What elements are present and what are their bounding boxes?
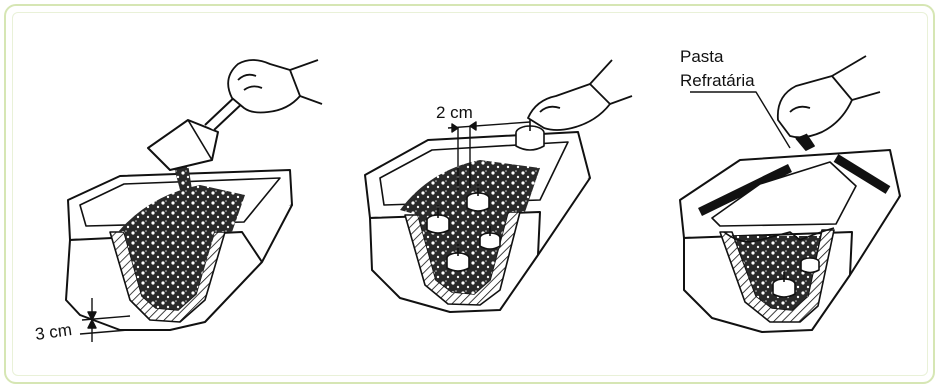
hand-1 bbox=[228, 60, 322, 113]
crucible-box-3 bbox=[680, 150, 900, 332]
crucible-box-2 bbox=[365, 132, 590, 312]
leader-line-paste bbox=[690, 92, 790, 148]
hand-3 bbox=[778, 56, 880, 150]
panel-3 bbox=[680, 56, 900, 332]
hand-2 bbox=[528, 60, 632, 130]
panel-2 bbox=[365, 60, 632, 312]
label-2cm: 2 cm bbox=[436, 103, 473, 122]
pellet bbox=[801, 258, 819, 273]
label-refrataria: Refratária bbox=[680, 71, 755, 90]
scoop-1 bbox=[148, 92, 248, 170]
label-3cm: 3 cm bbox=[34, 320, 73, 344]
panel-1 bbox=[66, 60, 322, 342]
label-pasta: Pasta bbox=[680, 47, 724, 66]
crucible-box-1 bbox=[66, 170, 292, 330]
